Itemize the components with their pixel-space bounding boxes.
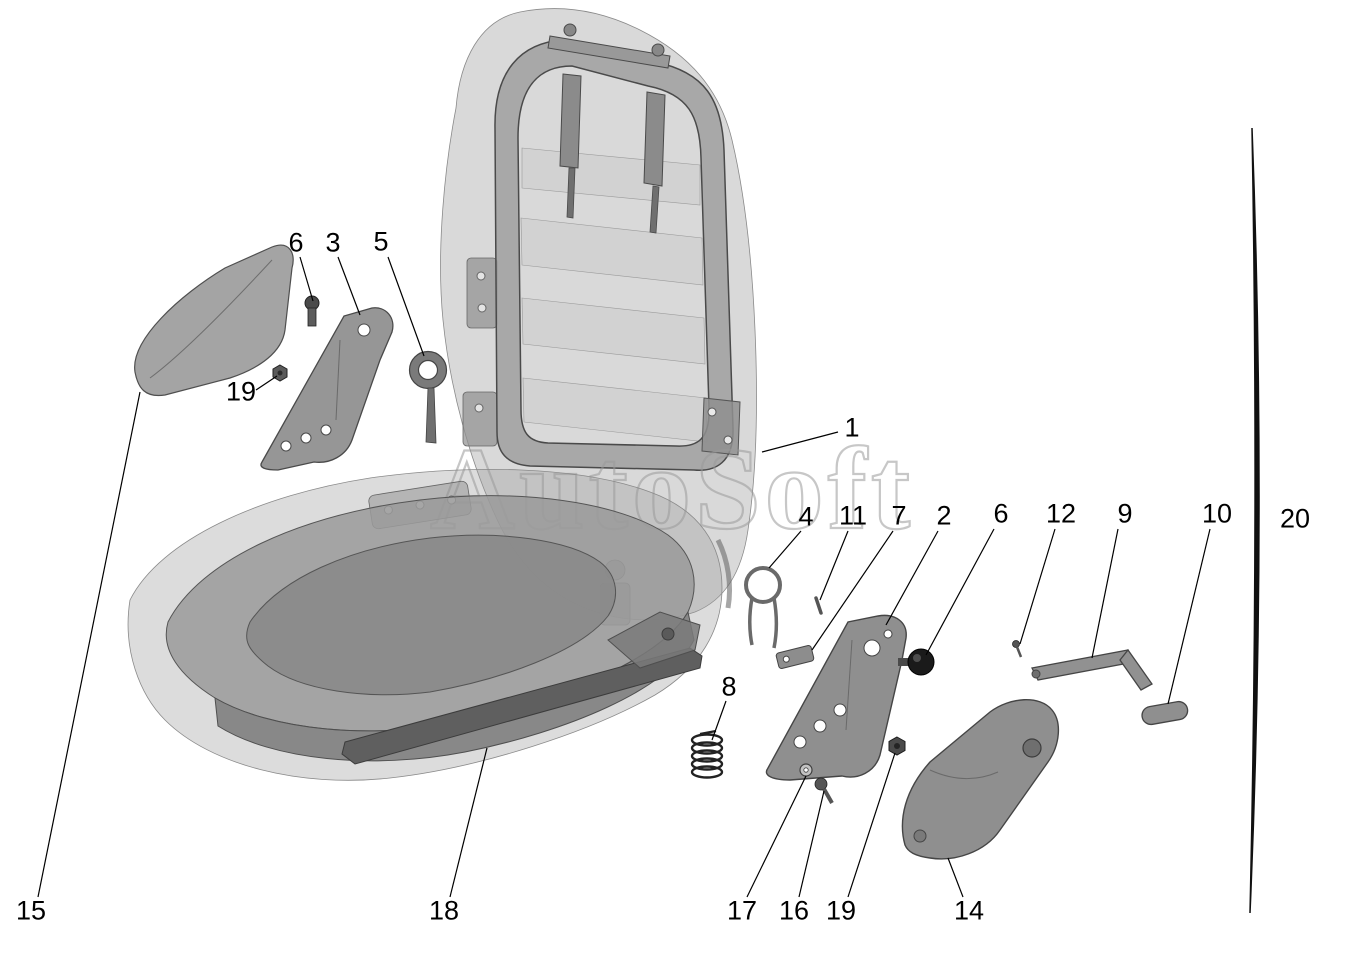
- part-label-3: 3: [325, 227, 341, 258]
- part-label-10: 10: [1201, 498, 1233, 529]
- leader-line: [337, 256, 361, 316]
- handle-grip-10: [1141, 700, 1189, 726]
- part-label-20: 20: [1279, 503, 1311, 534]
- leader-line: [449, 747, 488, 898]
- seat-cushion: [127, 469, 723, 781]
- leader-line: [387, 256, 425, 357]
- part-label-17: 17: [726, 895, 758, 926]
- part-label-11: 11: [838, 500, 868, 531]
- recliner-bracket-2: [765, 614, 907, 781]
- leader-line: [255, 375, 278, 391]
- leader-line: [819, 530, 849, 601]
- washer-17: [799, 763, 813, 777]
- screw-12: [1012, 640, 1023, 658]
- plate-7: [775, 645, 815, 669]
- spring-clip-4: [744, 566, 782, 649]
- part-label-14: 14: [953, 895, 985, 926]
- washer-cam-5: [408, 350, 448, 444]
- nut-19-right: [888, 736, 906, 756]
- part-label-19b: 19: [825, 895, 857, 926]
- nut-19-left: [272, 364, 288, 382]
- part-label-12: 12: [1045, 498, 1077, 529]
- leader-line: [746, 775, 807, 898]
- leader-line: [885, 530, 939, 626]
- part-label-7: 7: [891, 500, 907, 531]
- leader-line: [847, 752, 896, 898]
- part-label-19a: 19: [225, 376, 257, 407]
- part-label-5: 5: [373, 226, 389, 257]
- leader-line: [947, 857, 964, 898]
- leader-line: [1167, 528, 1211, 705]
- part-label-4: 4: [798, 501, 814, 532]
- leader-line: [1091, 528, 1119, 659]
- recliner-bracket-left: [260, 307, 394, 471]
- gas-spring-left: [559, 73, 582, 219]
- leader-line: [925, 528, 995, 656]
- screw-16: [814, 777, 834, 804]
- leader-line: [761, 431, 839, 453]
- side-cover-right: [901, 699, 1059, 860]
- torsion-bar-20: [1249, 127, 1260, 914]
- lever-9: [1031, 648, 1153, 691]
- part-label-16: 16: [778, 895, 810, 926]
- part-label-18: 18: [428, 895, 460, 926]
- part-label-9: 9: [1117, 498, 1133, 529]
- part-label-1: 1: [844, 412, 860, 443]
- pin-11: [814, 596, 823, 615]
- bolt-6-left: [304, 295, 320, 327]
- part-label-6a: 6: [288, 227, 304, 258]
- leader-line: [811, 530, 894, 651]
- leader-line: [37, 391, 141, 898]
- knob-bolt-6-right: [898, 648, 935, 676]
- part-label-15: 15: [15, 895, 47, 926]
- gas-spring-right: [643, 91, 666, 234]
- part-label-6b: 6: [993, 498, 1009, 529]
- leader-line: [798, 790, 825, 898]
- side-cover-left: [134, 244, 294, 397]
- part-label-8: 8: [721, 671, 737, 702]
- leader-line: [299, 256, 314, 302]
- backrest-frame: [494, 23, 741, 626]
- leader-lines: [37, 256, 1211, 898]
- leader-line: [768, 530, 802, 569]
- leader-line: [1019, 528, 1056, 645]
- coil-spring-8: [690, 729, 724, 779]
- leader-line: [711, 700, 727, 741]
- part-label-2: 2: [936, 500, 952, 531]
